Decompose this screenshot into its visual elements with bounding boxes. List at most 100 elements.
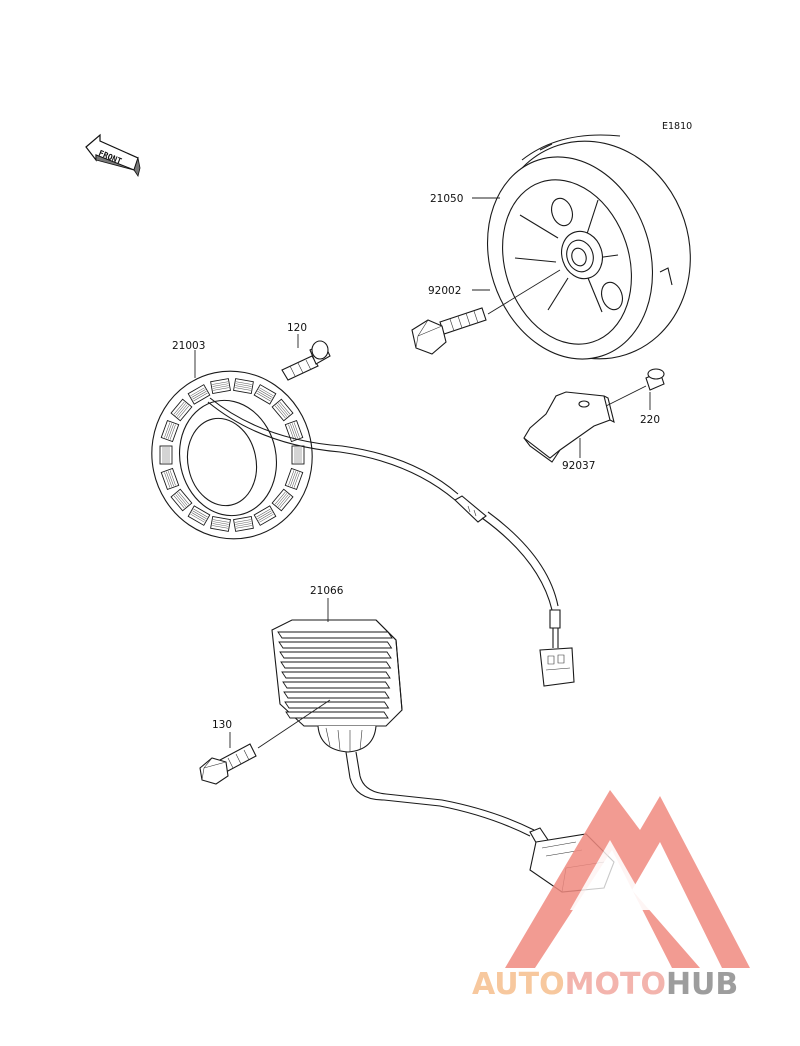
stator-lamination: [169, 424, 176, 440]
stator-lamination: [173, 495, 185, 509]
stator-lamination: [256, 392, 271, 402]
stator-lamination: [291, 471, 298, 487]
stator-lamination: [167, 423, 174, 440]
rotor-bolt: [411, 269, 561, 355]
regulator-fin: [279, 651, 392, 659]
watermark-word-moto: MOTO: [565, 967, 666, 1002]
stator-lamination: [176, 493, 188, 506]
stator-lamination: [290, 470, 297, 487]
stator-lamination: [193, 392, 208, 402]
watermark-word-auto: AUTO: [472, 967, 565, 1002]
regulator-fin: [282, 681, 391, 689]
regulator-fin: [278, 641, 393, 649]
stator-lamination: [259, 514, 274, 523]
clamp: [523, 391, 615, 463]
stator-lamination: [169, 470, 176, 486]
front-arrow-icon: FRONT: [85, 133, 141, 177]
part-label-rotor-bolt: 92002: [428, 285, 461, 297]
stator-lamination: [276, 404, 288, 417]
stator-lamination: [258, 389, 273, 398]
stator-lamination: [258, 512, 273, 521]
stator-lamination: [290, 423, 297, 440]
part-label-regulator: 21066: [310, 585, 344, 597]
stator-pole: [187, 384, 211, 405]
part-label-rotor: 21050: [430, 193, 463, 205]
stator-lamination: [164, 422, 171, 438]
stator-lamination: [274, 491, 286, 505]
part-label-stator-bolt: 120: [287, 322, 307, 334]
stator-lamination: [235, 519, 251, 523]
stator-lamination: [193, 508, 208, 518]
stator-pole: [170, 398, 193, 422]
clamp-bolt: [645, 368, 665, 391]
stator-bolt: [281, 340, 331, 381]
stator-lamination: [175, 494, 187, 507]
stator-pole: [170, 488, 193, 512]
stator-lamination: [257, 391, 272, 400]
stator-lamination: [235, 385, 252, 389]
stator-lamination: [291, 423, 298, 439]
stator-lamination: [235, 521, 252, 525]
stator-lamination: [192, 510, 207, 519]
stator-lamination: [259, 387, 274, 396]
stator-pole: [284, 467, 304, 491]
regulator-fin: [284, 701, 390, 709]
watermark-word-hub: HUB: [666, 967, 738, 1002]
stator-lamination: [277, 494, 289, 507]
stator-lamination: [212, 521, 229, 525]
regulator-fin: [283, 691, 390, 699]
stator-lamination: [212, 385, 229, 389]
stator-lamination: [293, 422, 300, 438]
stator-pole: [159, 445, 173, 465]
stator-lamination: [176, 404, 188, 417]
stator: [151, 370, 575, 687]
regulator-fin: [277, 631, 393, 639]
stator-lamination: [256, 508, 271, 518]
stator-lamination: [191, 512, 206, 521]
stator-lamination: [212, 525, 228, 529]
stator-lamination: [279, 401, 291, 415]
stator-lamination: [236, 381, 252, 385]
stator-lamination: [288, 424, 295, 440]
stator-lamination: [192, 391, 207, 400]
stator-lamination: [190, 514, 205, 523]
part-label-regulator-bolt: 130: [212, 719, 232, 731]
stator-lamination: [178, 405, 190, 419]
stator-lamination: [235, 387, 251, 391]
stator-lamination: [166, 423, 173, 439]
stator-pole: [160, 467, 180, 491]
stator-lamination: [274, 405, 286, 419]
regulator-fin: [280, 661, 392, 669]
stator-lamination: [277, 403, 289, 416]
stator-lamination: [167, 470, 174, 487]
stator-pole: [160, 419, 180, 443]
watermark: AUTOMOTOHUB: [472, 790, 750, 1002]
diagram-code: E1810: [662, 121, 692, 132]
regulator-fin: [281, 671, 391, 679]
part-label-clamp: 92037: [562, 460, 595, 472]
stator-pole: [271, 488, 294, 512]
stator-lamination: [212, 523, 229, 527]
stator-lamination: [236, 525, 252, 529]
stator-lamination: [175, 403, 187, 416]
stator-pole: [291, 445, 305, 465]
regulator-fin: [285, 711, 389, 719]
stator-lamination: [212, 381, 228, 385]
stator-lamination: [164, 472, 171, 488]
stator-lamination: [276, 493, 288, 506]
part-label-stator: 21003: [172, 340, 205, 352]
stator-lamination: [213, 519, 229, 523]
stator-lamination: [235, 383, 252, 387]
stator-lamination: [288, 470, 295, 486]
stator-lamination: [235, 523, 252, 527]
stator-lamination: [166, 471, 173, 487]
stator-lamination: [213, 387, 229, 391]
stator-pole: [253, 505, 277, 526]
stator-lamination: [178, 491, 190, 505]
stator-lamination: [173, 401, 185, 415]
rotor: [486, 134, 691, 360]
stator-lamination: [279, 495, 291, 509]
stator-pole: [187, 505, 211, 526]
stator-lamination: [293, 472, 300, 488]
